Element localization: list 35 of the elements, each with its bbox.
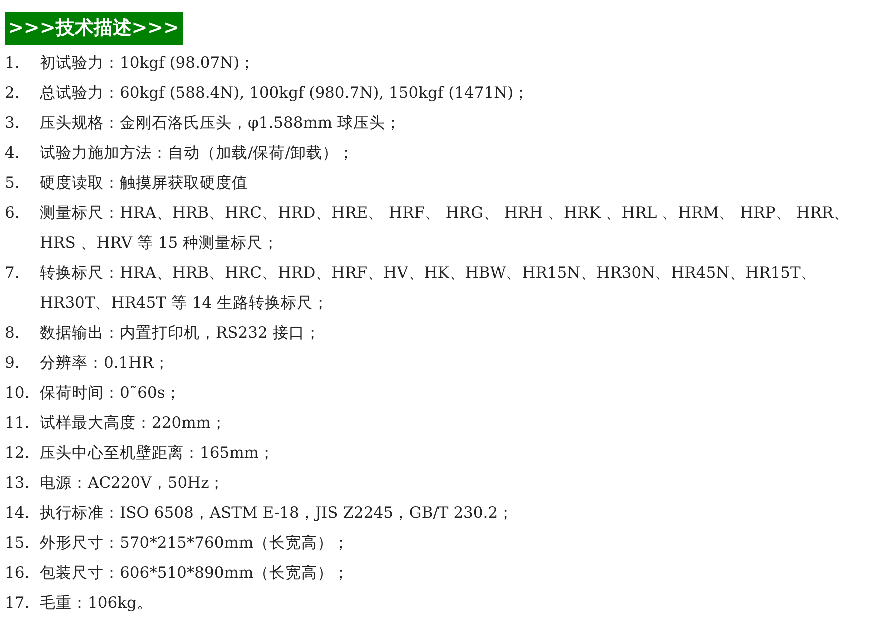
section-heading: >>>技术描述>>>: [5, 12, 183, 45]
spec-item-text: 压头中心至机壁距离：165mm；: [40, 443, 276, 464]
spec-item-text: 毛重：106kg。: [40, 593, 154, 614]
item-number: 3.: [5, 113, 21, 134]
spec-item-text: 保荷时间：0˜60s；: [40, 383, 182, 404]
spec-item-text: 硬度读取：触摸屏获取硬度值: [40, 173, 249, 194]
spec-item-text: 总试验力：60kgf (588.4N), 100kgf (980.7N), 150kgf (1471N)；: [40, 83, 531, 104]
spec-item-text: 外形尺寸：570*215*760mm（长宽高）；: [40, 533, 351, 554]
item-number: 16.: [5, 563, 31, 584]
spec-item-text: 分辨率：0.1HR；: [40, 353, 171, 374]
item-number: 15.: [5, 533, 31, 554]
item-number: 17.: [5, 593, 31, 614]
item-number: 7.: [5, 263, 21, 284]
item-number: 14.: [5, 503, 31, 524]
spec-item-text: 压头规格：金刚石洛氏压头，φ1.588mm 球压头；: [40, 113, 403, 134]
spec-item-text: 试样最大高度：220mm；: [40, 413, 228, 434]
spec-item-text: 数据输出：内置打印机，RS232 接口；: [40, 323, 322, 344]
spec-item-text: 测量标尺：HRA、HRB、HRC、HRD、HRE、 HRF、 HRG、 HRH 、HRK 、HRL 、HRM、 HRP、 HRR、HRS 、HRV 等 15 种测量标尺；: [40, 203, 851, 254]
spec-item-text: 执行标准：ISO 6508，ASTM E-18，JIS Z2245，GB/T 230.2；: [40, 503, 516, 524]
item-number: 12.: [5, 443, 31, 464]
item-number: 2.: [5, 83, 21, 104]
item-number: 5.: [5, 173, 21, 194]
spec-item-text: 电源：AC220V，50Hz；: [40, 473, 226, 494]
spec-item-text: 包装尺寸：606*510*890mm（长宽高）；: [40, 563, 351, 584]
item-number: 10.: [5, 383, 31, 404]
item-number: 6.: [5, 203, 21, 224]
item-number: 13.: [5, 473, 31, 494]
item-number: 1.: [5, 53, 21, 74]
item-number: 4.: [5, 143, 21, 164]
spec-item-text: 初试验力：10kgf (98.07N)；: [40, 53, 257, 74]
spec-item-text: 转换标尺：HRA、HRB、HRC、HRD、HRF、HV、HK、HBW、HR15N、HR30N、HR45N、HR15T、HR30T、HR45T 等 14 生路转换标尺；: [40, 263, 818, 314]
item-number: 9.: [5, 353, 21, 374]
spec-item-text: 试验力施加方法：自动（加载/保荷/卸载）；: [40, 143, 356, 164]
item-number: 8.: [5, 323, 21, 344]
item-number: 11.: [5, 413, 31, 434]
